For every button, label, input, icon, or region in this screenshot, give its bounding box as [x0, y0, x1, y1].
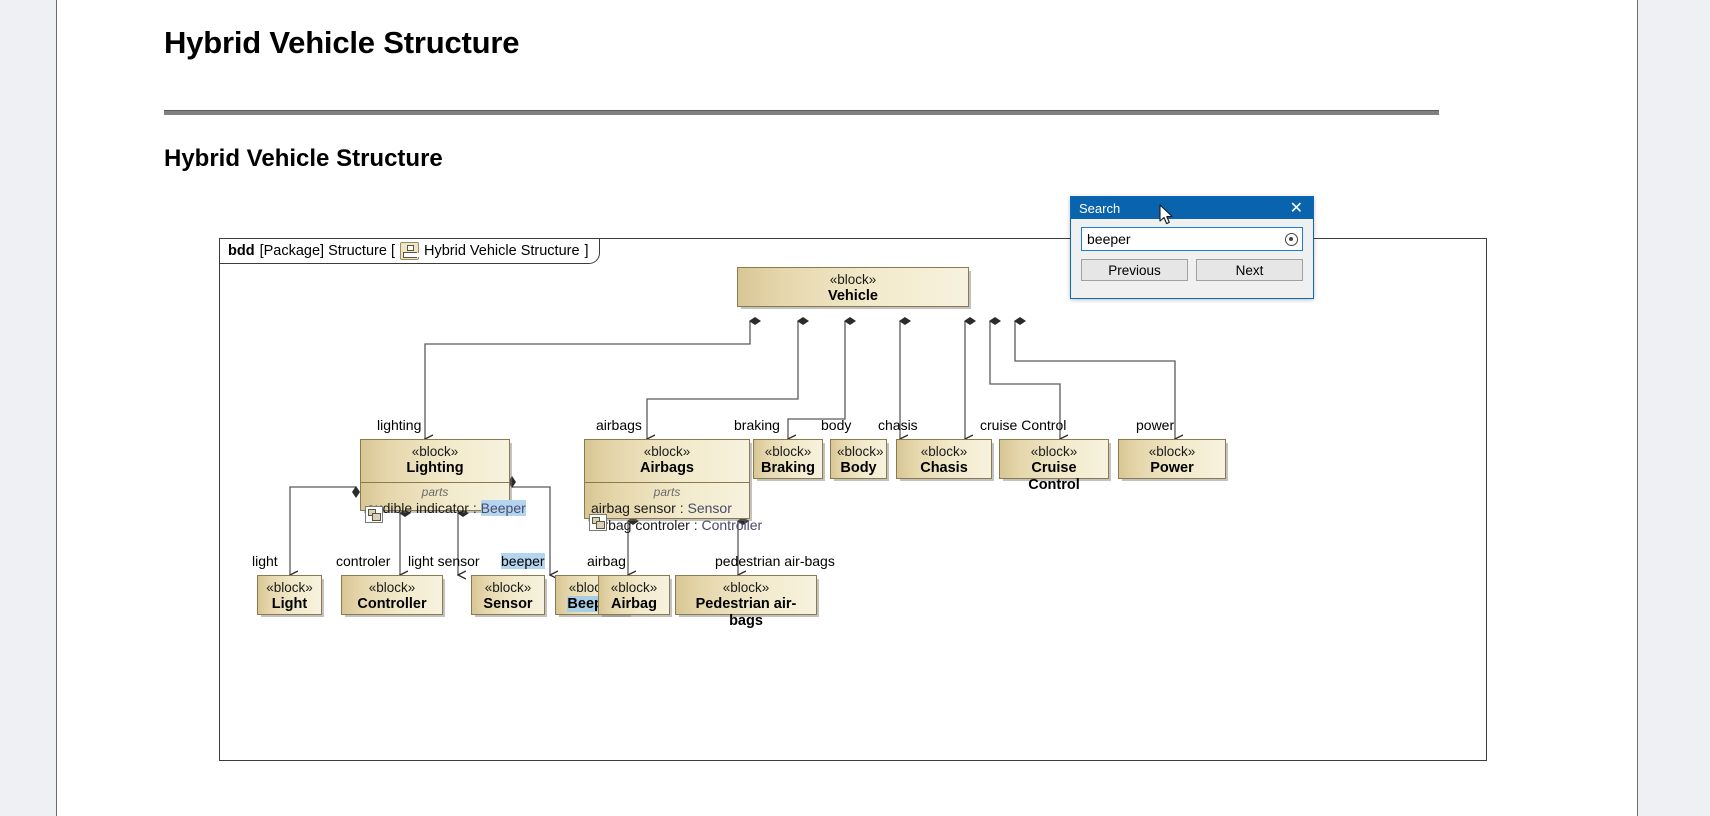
block-name: Sensor: [483, 595, 533, 612]
part-name: Airbag controler: [591, 517, 690, 534]
block-light[interactable]: «block» Light: [257, 575, 322, 615]
parts-compartment-label: parts: [421, 485, 449, 500]
section-heading: Hybrid Vehicle Structure: [164, 145, 443, 172]
part-property: Airbag controler : Controller: [585, 517, 762, 534]
next-button[interactable]: Next: [1196, 259, 1303, 281]
block-stereotype: «block»: [411, 444, 459, 459]
part-separator: :: [675, 500, 688, 517]
close-icon[interactable]: ✕: [1289, 198, 1303, 217]
block-stereotype: «block»: [837, 444, 884, 459]
block-name: Pedestrian air-bags: [695, 595, 797, 630]
block-name: Lighting: [406, 459, 464, 476]
gear-icon[interactable]: [1280, 228, 1302, 250]
block-body[interactable]: «block» Body: [830, 439, 887, 479]
part-separator: :: [689, 517, 702, 534]
block-airbags[interactable]: «block» Airbags parts airbag sensor : Se…: [584, 439, 762, 533]
role-label-power: power: [1136, 417, 1175, 433]
role-label-body: body: [821, 417, 852, 433]
block-airbag[interactable]: «block» Airbag: [598, 575, 670, 615]
document-page: Hybrid Vehicle Structure Hybrid Vehicle …: [58, 0, 1637, 816]
part-property: airbag sensor : Sensor: [585, 500, 749, 517]
internal-block-diagram-icon[interactable]: [365, 506, 383, 523]
block-name: Power: [1150, 459, 1194, 476]
block-power[interactable]: «block» Power: [1118, 439, 1226, 479]
search-dialog-body: Previous Next: [1071, 219, 1313, 290]
part-name: audible indicator: [367, 500, 469, 517]
role-label-braking: braking: [734, 417, 780, 433]
left-page-gutter: [0, 0, 57, 816]
block-stereotype: «block»: [1030, 444, 1078, 459]
block-name: Cruise Control: [1028, 459, 1080, 494]
diagram-scope-label: [Package] Structure [: [259, 243, 395, 259]
block-controller[interactable]: «block» Controller: [341, 575, 443, 615]
search-dialog[interactable]: Search ✕ Previous Next: [1070, 196, 1314, 299]
role-label-controler: controler: [336, 553, 391, 569]
block-stereotype: «block»: [266, 580, 313, 595]
search-input[interactable]: [1082, 228, 1280, 250]
role-label-light: light: [252, 553, 278, 569]
block-definition-diagram-icon: [399, 242, 419, 260]
diagram-bracket-close: ]: [584, 243, 589, 259]
block-stereotype: «block»: [1148, 444, 1196, 459]
diagram-kind-label: bdd: [228, 243, 255, 259]
block-stereotype: «block»: [368, 580, 416, 595]
diagram-frame-header: bdd [Package] Structure [ Hybrid Vehicle…: [220, 239, 600, 264]
block-stereotype: «block»: [722, 580, 770, 595]
role-label-cruise-control: cruise Control: [980, 417, 1067, 433]
role-label-light-sensor: light sensor: [408, 553, 480, 569]
block-lighting[interactable]: «block» Lighting parts audible indicator…: [360, 439, 526, 523]
block-name: Braking: [761, 459, 815, 476]
compartment-divider: [585, 482, 749, 484]
block-name: Chasis: [920, 459, 968, 476]
block-pedestrian-air-bags[interactable]: «block» Pedestrian air-bags: [675, 575, 817, 629]
block-braking[interactable]: «block» Braking: [753, 439, 823, 479]
title-divider: [164, 110, 1439, 115]
search-input-wrapper[interactable]: [1081, 227, 1303, 251]
role-label-pedestrian-air-bags: pedestrian air-bags: [715, 553, 835, 569]
search-dialog-buttons: Previous Next: [1081, 259, 1303, 281]
role-label-lighting: lighting: [377, 417, 422, 433]
right-page-gutter: [1637, 0, 1710, 816]
block-vehicle[interactable]: «block» Vehicle: [737, 267, 969, 307]
compartment-divider: [361, 482, 509, 484]
parts-compartment-label: parts: [653, 485, 681, 500]
block-name: Controller: [357, 595, 427, 612]
diagram-frame: bdd [Package] Structure [ Hybrid Vehicle…: [219, 238, 1487, 761]
part-type: Controller: [701, 517, 763, 534]
block-chasis[interactable]: «block» Chasis: [896, 439, 992, 479]
role-label-chasis: chasis: [878, 417, 918, 433]
block-name: Airbag: [611, 595, 657, 612]
block-name: Light: [271, 595, 308, 612]
role-label-airbag: airbag: [587, 553, 626, 569]
block-name: Body: [840, 459, 877, 476]
part-type: Beeper: [480, 500, 526, 517]
block-stereotype: «block»: [764, 444, 812, 459]
block-cruise-control[interactable]: «block» Cruise Control: [999, 439, 1109, 493]
search-dialog-titlebar[interactable]: Search ✕: [1071, 197, 1313, 219]
diagram-name-label: Hybrid Vehicle Structure: [423, 243, 580, 259]
search-dialog-title: Search: [1079, 200, 1121, 216]
block-name: Vehicle: [828, 287, 878, 304]
page-title: Hybrid Vehicle Structure: [164, 25, 520, 60]
block-stereotype: «block»: [920, 444, 968, 459]
role-label-airbags: airbags: [596, 417, 642, 433]
block-sensor[interactable]: «block» Sensor: [471, 575, 545, 615]
block-stereotype: «block»: [643, 444, 691, 459]
part-name: airbag sensor: [591, 500, 676, 517]
block-name: Airbags: [640, 459, 694, 476]
block-stereotype: «block»: [484, 580, 532, 595]
part-separator: :: [468, 500, 481, 517]
role-label-beeper: beeper: [501, 553, 545, 569]
part-property: audible indicator : Beeper: [361, 500, 526, 517]
previous-button[interactable]: Previous: [1081, 259, 1188, 281]
internal-block-diagram-icon[interactable]: [589, 514, 607, 531]
block-stereotype: «block»: [829, 272, 877, 287]
diagram-connectors: [220, 239, 1488, 762]
part-type: Sensor: [687, 500, 732, 517]
block-stereotype: «block»: [610, 580, 658, 595]
